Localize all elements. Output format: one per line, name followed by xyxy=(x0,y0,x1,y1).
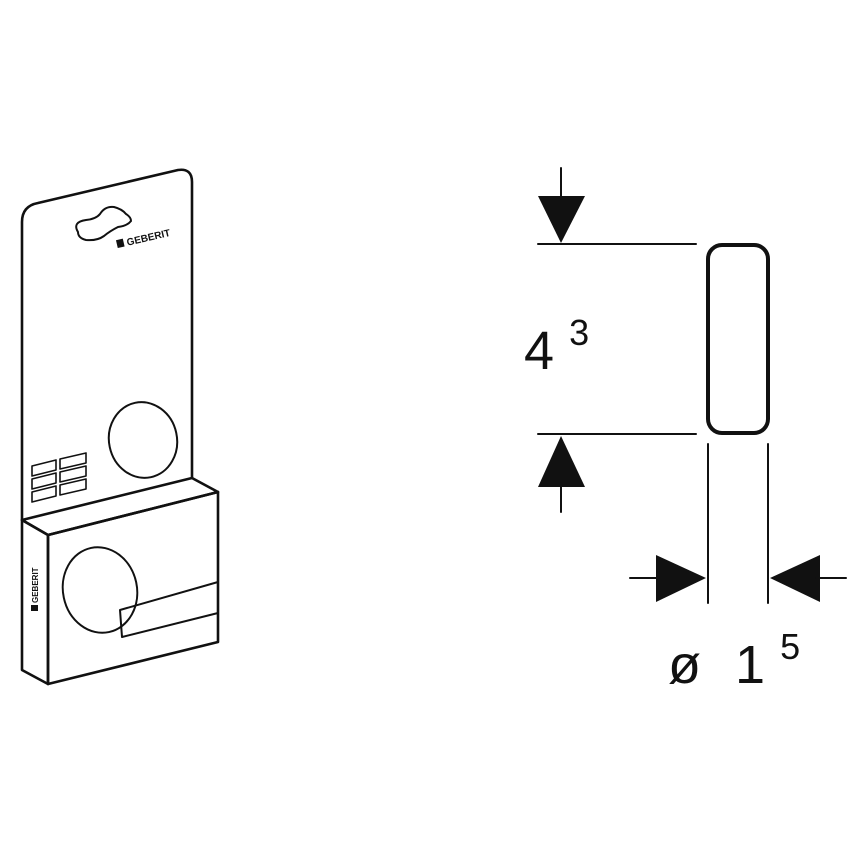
diameter-label: ø 1 5 xyxy=(668,626,800,695)
backing-card xyxy=(20,168,194,522)
width-arrow-left-head xyxy=(656,555,706,602)
diameter-label-superscript: 5 xyxy=(780,626,800,667)
height-arrow-bottom-head xyxy=(538,436,585,487)
profile-part xyxy=(706,243,770,435)
box-round-window xyxy=(61,546,139,634)
dimension-drawing: 4 3 ø 1 5 xyxy=(524,167,847,695)
height-arrow-top-head xyxy=(538,196,585,243)
height-label: 4 3 xyxy=(524,312,589,381)
card-info-grid xyxy=(31,452,87,503)
geberit-logo: GEBERIT xyxy=(115,228,172,249)
height-label-superscript: 3 xyxy=(569,312,589,353)
blister-package-illustration: GEBERIT GEBERIT xyxy=(20,168,220,686)
diameter-symbol: ø xyxy=(668,635,701,695)
width-arrow-right-head xyxy=(770,555,820,602)
logo-square-vertical xyxy=(31,605,38,611)
box-label-strip xyxy=(119,581,219,638)
box-front-face xyxy=(46,490,220,686)
brand-text-vertical: GEBERIT xyxy=(31,567,40,603)
height-label-base: 4 xyxy=(524,321,554,381)
brand-text: GEBERIT xyxy=(126,228,172,249)
product-box xyxy=(20,476,220,686)
diameter-label-base: 1 xyxy=(735,635,765,695)
geberit-logo-vertical: GEBERIT xyxy=(31,567,40,611)
card-round-window xyxy=(107,401,179,479)
logo-square xyxy=(115,238,125,249)
hang-hole-icon xyxy=(75,205,132,242)
